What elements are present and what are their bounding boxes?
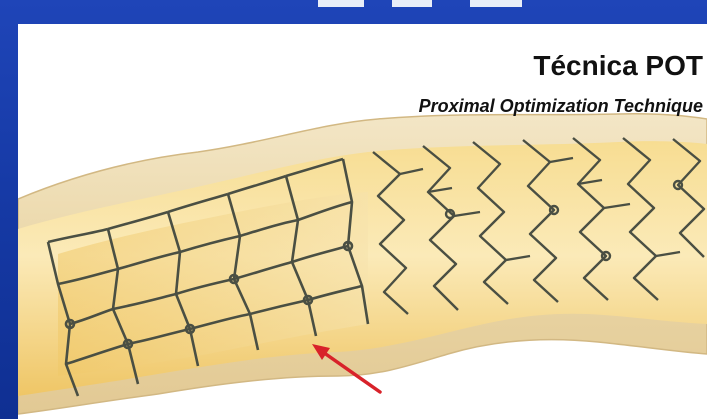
stent-vessel-illustration: Técnica POT Proximal Optimization Techni… [18, 24, 707, 419]
top-edge-mark [318, 0, 364, 7]
vessel-svg [18, 24, 707, 419]
slide-subtitle: Proximal Optimization Technique [419, 96, 703, 117]
top-edge-mark [470, 0, 522, 7]
top-edge-mark [392, 0, 432, 7]
slide-title: Técnica POT [533, 50, 703, 82]
